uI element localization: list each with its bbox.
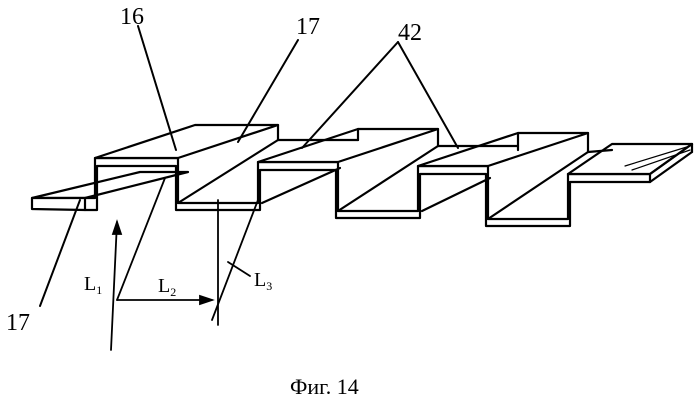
dim-L2-arrow — [200, 296, 212, 304]
corrugated-strip-drawing — [32, 125, 692, 226]
leader-17-bottom — [40, 200, 80, 306]
dim-L2-label: L2 — [158, 275, 176, 299]
label-16: 16 — [120, 4, 144, 30]
dim-L1-arrow — [113, 222, 121, 234]
figure-caption: Фиг. 14 — [290, 374, 359, 399]
leader-16 — [138, 26, 176, 150]
label-42: 42 — [398, 20, 422, 46]
dim-L3-label: L3 — [254, 269, 272, 293]
label-17-top: 17 — [296, 14, 320, 40]
label-17-bottom: 17 — [6, 310, 30, 336]
dim-L1-label: L1 — [84, 273, 102, 297]
dim-L1-line — [111, 222, 117, 350]
